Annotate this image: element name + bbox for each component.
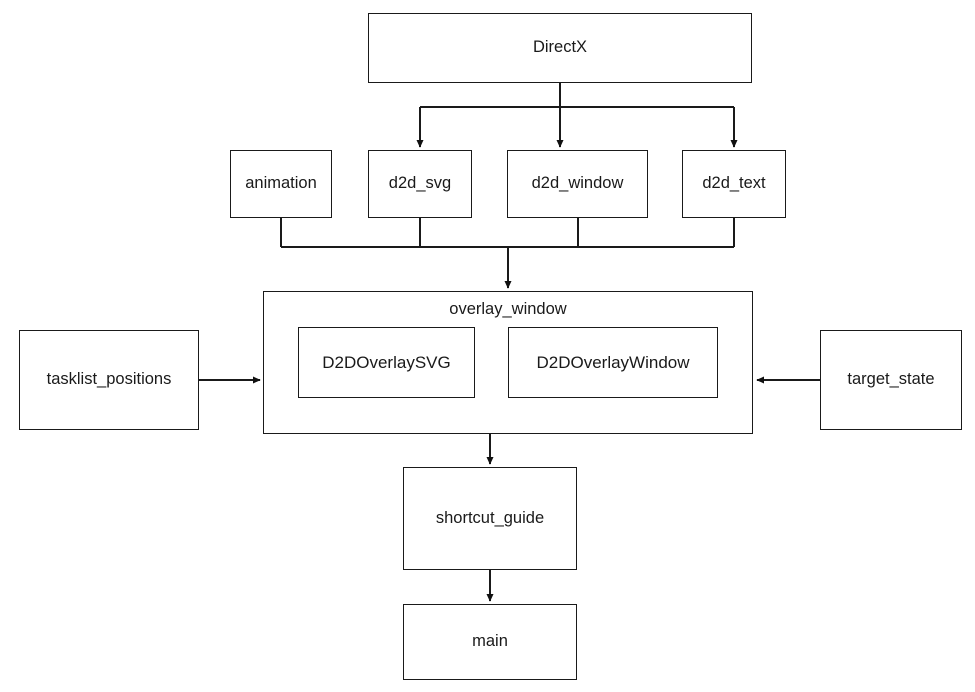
node-directx-label: DirectX [532,38,588,57]
node-d2d-window[interactable]: d2d_window [507,150,648,218]
node-d2d-svg[interactable]: d2d_svg [368,150,472,218]
node-overlay-window-label: overlay_window [449,300,567,318]
node-shortcut-guide[interactable]: shortcut_guide [403,467,577,570]
node-tasklist-positions[interactable]: tasklist_positions [19,330,199,430]
node-d2d-window-label: d2d_window [531,174,624,193]
node-target-state[interactable]: target_state [820,330,962,430]
node-d2doverlaysvg[interactable]: D2DOverlaySVG [298,327,475,398]
node-d2doverlaysvg-label: D2DOverlaySVG [322,352,451,372]
node-target-state-label: target_state [847,370,935,389]
node-shortcut-guide-label: shortcut_guide [435,508,545,527]
node-d2doverlaywindow-label: D2DOverlayWindow [536,352,690,372]
node-directx[interactable]: DirectX [368,13,752,83]
node-d2d-text[interactable]: d2d_text [682,150,786,218]
node-d2doverlaywindow[interactable]: D2DOverlayWindow [508,327,718,398]
node-d2d-text-label: d2d_text [702,174,766,193]
node-d2d-svg-label: d2d_svg [388,174,452,193]
node-tasklist-positions-label: tasklist_positions [46,370,172,389]
node-animation-label: animation [245,174,317,193]
node-main-label: main [472,632,508,651]
node-main[interactable]: main [403,604,577,680]
node-animation[interactable]: animation [230,150,332,218]
